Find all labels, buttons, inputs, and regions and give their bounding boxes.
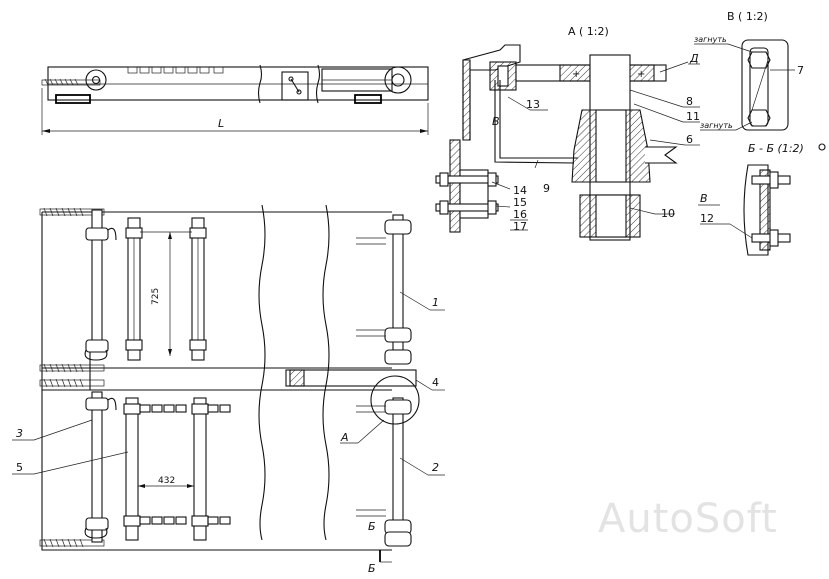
- callout-5: 5: [16, 461, 23, 474]
- callout-15: 15: [513, 196, 527, 209]
- mark-v-section: В: [700, 192, 708, 205]
- weld-top-label: загнуть: [694, 35, 727, 44]
- callout-2: 2: [432, 461, 439, 474]
- callout-13: 13: [526, 98, 540, 111]
- view-a: А ( 1:2) + +: [435, 25, 700, 241]
- view-v: В ( 1:2) загнуть загнуть 7: [694, 10, 804, 131]
- mark-a: А: [340, 431, 349, 444]
- callout-16: 16: [513, 208, 527, 221]
- view-v-title: В ( 1:2): [727, 10, 768, 23]
- svg-text:+: +: [572, 69, 580, 80]
- mark-b-bottom: Б: [368, 562, 376, 575]
- watermark-text: AutoSoft: [598, 496, 778, 542]
- callout-11: 11: [686, 110, 700, 123]
- callout-8: 8: [686, 95, 693, 108]
- callout-14: 14: [513, 184, 527, 197]
- plan-view: 725 432: [12, 204, 445, 575]
- mark-b: Б: [368, 520, 376, 533]
- dim-432-label: 432: [158, 476, 175, 486]
- callout-1: 1: [432, 296, 439, 309]
- dim-length-label: L: [218, 117, 224, 130]
- section-bb: Б - Б (1:2) В 12: [698, 142, 826, 256]
- callout-4: 4: [432, 376, 439, 389]
- side-view: L: [41, 64, 429, 135]
- weld-bottom-label: загнуть: [700, 121, 733, 130]
- dim-725-label: 725: [151, 288, 161, 305]
- mark-v-small: В: [492, 115, 500, 128]
- section-title: Б - Б (1:2): [748, 142, 804, 155]
- svg-text:+: +: [637, 69, 645, 80]
- callout-7: 7: [797, 64, 804, 77]
- mark-d: Д: [689, 52, 699, 65]
- callout-12: 12: [700, 212, 714, 225]
- callout-17: 17: [513, 220, 527, 233]
- callout-9: 9: [543, 182, 550, 195]
- callout-6: 6: [686, 133, 693, 146]
- view-a-title: А ( 1:2): [568, 25, 609, 38]
- callout-10: 10: [661, 207, 675, 220]
- callout-3: 3: [16, 427, 23, 440]
